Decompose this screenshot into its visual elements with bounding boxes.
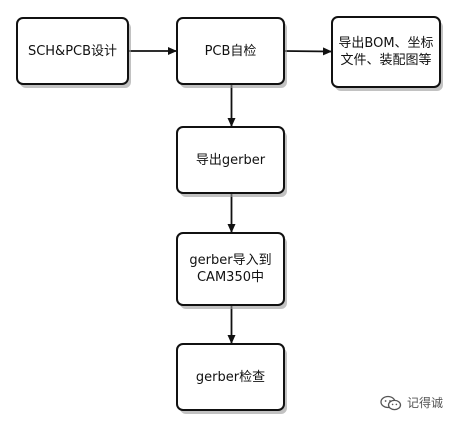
wechat-icon [380, 395, 402, 410]
node-box-pcb-self-check [176, 17, 285, 85]
node-box-export-gerber [176, 126, 285, 194]
node-box-gerber-check [176, 343, 285, 411]
edges-layer [128, 47, 332, 344]
edge-pcb-self-check-to-export-bom [283, 47, 332, 56]
node-box-import-cam350 [176, 232, 285, 306]
watermark: 记得诚 [380, 394, 443, 411]
nodes-layer [16, 16, 443, 414]
node-box-sch-pcb-design [16, 17, 129, 85]
watermark-text: 记得诚 [406, 396, 443, 410]
node-box-export-bom [331, 16, 441, 88]
